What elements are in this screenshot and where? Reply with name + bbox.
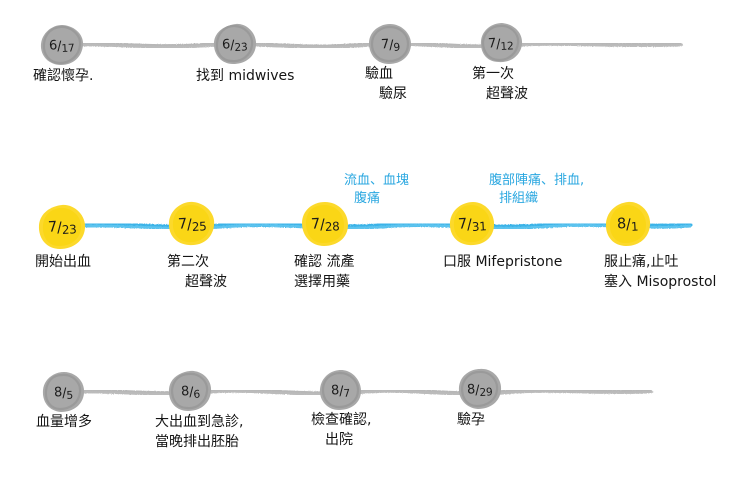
node-date-label: 7/9 (380, 36, 400, 54)
timeline-label-8-6: 大出血到急診, 當晚排出胚胎 (155, 414, 244, 451)
timeline-node-7-25[interactable]: 7/25 (167, 201, 217, 247)
node-date-label: 8/7 (330, 382, 350, 400)
node-date-label: 7/31 (457, 216, 487, 234)
row-2-line (55, 221, 693, 230)
timeline-label-6-23: 找到 midwives (196, 68, 295, 84)
timeline-label-7-28: 確認 流產 選擇用藥 (294, 254, 355, 291)
timeline-node-8-6[interactable]: 8/6 (167, 370, 213, 412)
timeline-label-7-25: 第二次 超聲波 (167, 254, 227, 291)
timeline-label-8-5: 血量增多 (36, 414, 92, 430)
node-date-label: 6/23 (221, 36, 249, 54)
timeline-label-7-31: 口服 Mifepristone (443, 254, 563, 270)
timeline-node-6-23[interactable]: 6/23 (212, 23, 258, 65)
timeline-node-7-9[interactable]: 7/9 (367, 23, 413, 65)
node-date-label: 7/28 (310, 216, 340, 234)
timeline-label-7-12: 第一次 超聲波 (472, 66, 528, 103)
timeline-label-8-1: 服止痛,止吐 塞入 Misoprostol (604, 254, 717, 291)
timeline-label-7-23: 開始出血 (35, 254, 91, 270)
timeline-label-8-29: 驗孕 (457, 412, 485, 428)
timeline-node-8-1[interactable]: 8/1 (603, 201, 653, 247)
timeline-node-8-7[interactable]: 8/7 (317, 369, 363, 411)
timeline-node-8-29[interactable]: 8/29 (457, 368, 503, 410)
timeline-node-8-5[interactable]: 8/5 (40, 371, 86, 413)
timeline-node-7-28[interactable]: 7/28 (300, 201, 350, 247)
node-date-label: 7/25 (177, 216, 207, 234)
timeline-label-7-9: 驗血 驗尿 (365, 66, 407, 103)
timeline-note-7-31: 腹部陣痛、排血, 排組織 (489, 173, 585, 207)
node-date-label: 8/5 (53, 384, 73, 402)
node-date-label: 8/6 (180, 383, 200, 401)
timeline-label-8-7: 檢查確認, 出院 (311, 412, 372, 449)
node-date-label: 8/1 (617, 215, 640, 234)
timeline-node-7-12[interactable]: 7/12 (478, 22, 524, 64)
timeline-node-6-17[interactable]: 6/17 (39, 24, 85, 66)
node-date-label: 8/29 (466, 381, 494, 399)
node-date-label: 6/17 (48, 37, 76, 55)
timeline-note-7-28: 流血、血塊 腹痛 (344, 173, 410, 207)
node-date-label: 7/12 (487, 35, 515, 53)
timeline-node-7-23[interactable]: 7/23 (37, 204, 87, 250)
node-date-label: 7/23 (47, 219, 77, 237)
timeline-label-6-17: 確認懷孕. (33, 68, 94, 84)
